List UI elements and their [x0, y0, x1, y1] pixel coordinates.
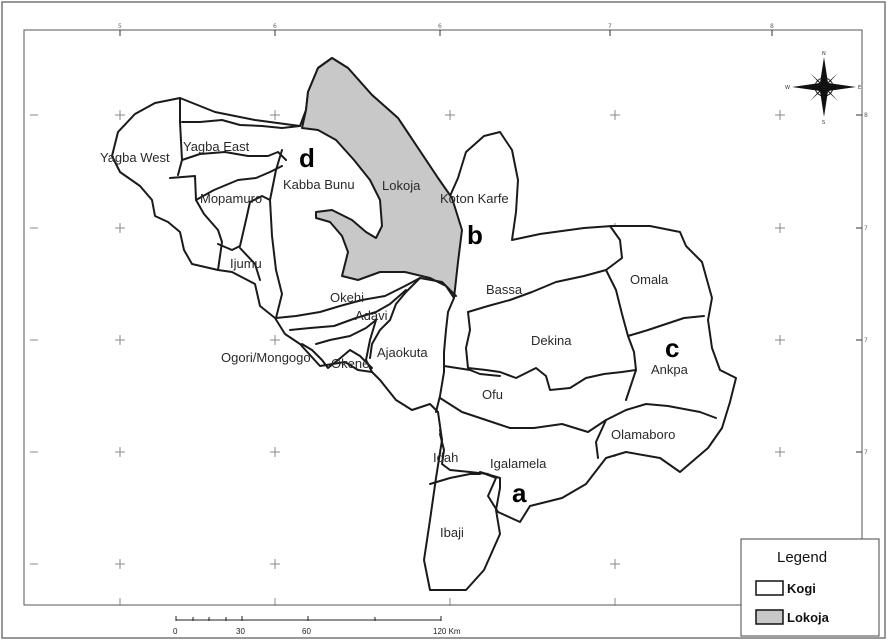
south-label: S	[822, 120, 825, 126]
scale-label: 60	[302, 627, 311, 636]
legend-swatch-lokoja	[755, 609, 784, 625]
lga-label-omala: Omala	[630, 272, 669, 287]
lga-label-olamaboro: Olamaboro	[611, 427, 675, 442]
tick-label: 7	[864, 337, 868, 344]
lga-label-yagba-east: Yagba East	[183, 139, 250, 154]
lga-labels: Yagba West Yagba East Mopamuro Kabba Bun…	[100, 139, 689, 540]
right-graticule-ticks: 8 7 7 7	[856, 112, 868, 456]
lga-label-koton-karfe: Koton Karfe	[440, 191, 509, 206]
lga-label-dekina: Dekina	[531, 333, 572, 348]
tick-label: 5	[118, 23, 122, 30]
east-label: E	[858, 85, 861, 91]
north-label: N	[822, 51, 826, 57]
marker-d: d	[299, 143, 315, 173]
tick-label: 7	[608, 23, 612, 30]
west-label: W	[785, 85, 790, 91]
lga-label-ajaokuta: Ajaokuta	[377, 345, 428, 360]
lga-label-idah: Idah	[433, 450, 458, 465]
lga-label-yagba-west: Yagba West	[100, 150, 170, 165]
tick-label: 8	[770, 23, 774, 30]
lga-label-lokoja: Lokoja	[382, 178, 421, 193]
lga-label-kabba-bunu: Kabba Bunu	[283, 177, 355, 192]
legend-label-kogi: Kogi	[787, 581, 816, 596]
lga-label-igalamela: Igalamela	[490, 456, 547, 471]
tick-label: 8	[864, 112, 868, 119]
lga-label-adavi: Adavi	[355, 308, 388, 323]
tick-label: 7	[864, 449, 868, 456]
marker-c: c	[665, 333, 679, 363]
lga-label-okehi: Okehi	[330, 290, 364, 305]
lokoja-region	[301, 57, 463, 299]
map-frame	[23, 29, 863, 606]
scale-label: 120 Km	[433, 627, 461, 636]
legend-label-lokoja: Lokoja	[787, 610, 830, 625]
marker-a: a	[512, 478, 527, 508]
tick-label: 6	[438, 23, 442, 30]
tick-label: 7	[864, 225, 868, 232]
top-graticule-ticks: 5 6 6 7 8	[118, 23, 774, 36]
lga-label-mopamuro: Mopamuro	[200, 191, 262, 206]
lga-boundaries	[169, 97, 717, 485]
lga-label-bassa: Bassa	[486, 282, 523, 297]
lga-label-ijumu: Ijumu	[230, 256, 262, 271]
lga-label-okene: Okene	[331, 356, 369, 371]
scale-bar: 0 30 60 120 Km	[173, 616, 461, 636]
legend-swatch-kogi	[755, 580, 784, 596]
lga-label-ibaji: Ibaji	[440, 525, 464, 540]
legend: Legend Kogi Lokoja	[740, 538, 880, 637]
marker-letters: a b c d	[299, 143, 679, 508]
scale-label: 0	[173, 627, 178, 636]
marker-b: b	[467, 220, 483, 250]
tick-label: 6	[273, 23, 277, 30]
lga-label-ogori-mangongo: Ogori/Mongogo	[221, 350, 311, 365]
legend-title: Legend	[777, 549, 827, 566]
north-arrow-icon: N S E W	[785, 51, 861, 126]
lga-label-ankpa: Ankpa	[651, 362, 689, 377]
kogi-state-outline	[111, 57, 737, 591]
scale-label: 30	[236, 627, 245, 636]
lga-label-ofu: Ofu	[482, 387, 503, 402]
